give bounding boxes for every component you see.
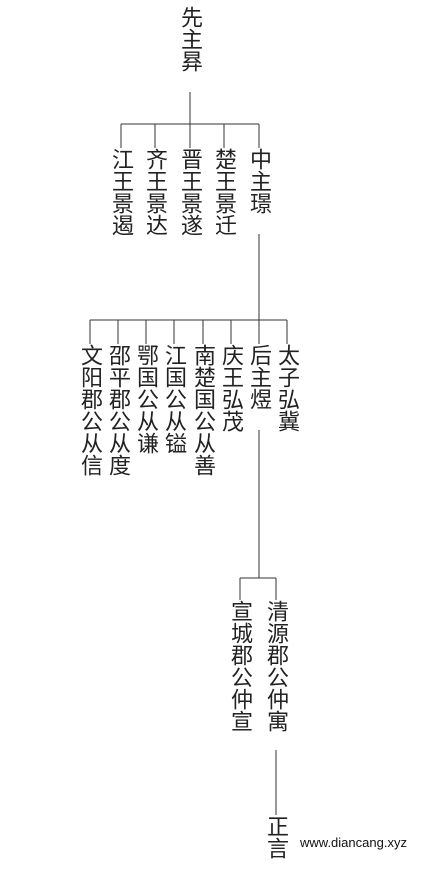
node-gen3: 文阳郡公从信 (77, 344, 102, 476)
node-gen3: 后主煜 (246, 344, 271, 410)
node-gen3: 鄂国公从谦 (133, 344, 158, 454)
node-gen4: 宣城郡公仲宣 (227, 600, 252, 732)
node-root: 先主昪 (177, 6, 202, 72)
node-gen2: 齐王景达 (142, 148, 167, 236)
node-gen3: 南楚国公从善 (190, 344, 215, 476)
watermark: www.diancang.xyz (300, 835, 407, 850)
node-gen3: 江国公从镒 (161, 344, 186, 454)
node-gen2: 楚王景迁 (211, 148, 236, 236)
node-gen5: 正言 (263, 815, 288, 859)
node-gen4: 清源郡公仲寓 (263, 600, 288, 732)
node-gen2: 中主璟 (246, 148, 271, 214)
node-gen3: 邵平郡公从度 (105, 344, 130, 476)
node-gen3: 庆王弘茂 (218, 344, 243, 432)
node-gen2: 江王景遏 (108, 148, 133, 236)
node-gen3: 太子弘冀 (274, 344, 299, 432)
node-gen2: 晋王景遂 (177, 148, 202, 236)
